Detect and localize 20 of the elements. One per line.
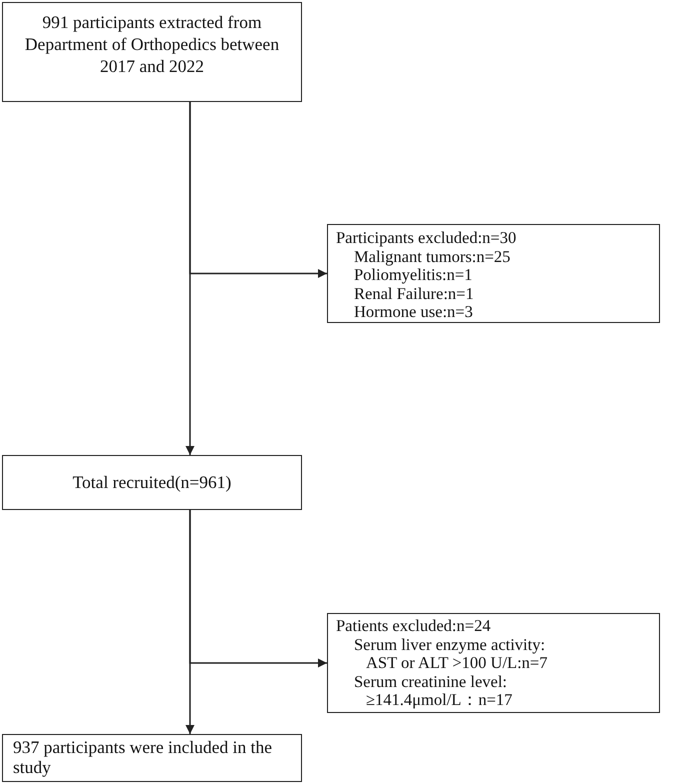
process-box bbox=[2, 455, 302, 510]
box-text: Malignant tumors:n=25 bbox=[353, 248, 512, 266]
process-box bbox=[327, 613, 660, 713]
process-box bbox=[2, 734, 302, 782]
arrow bbox=[186, 510, 194, 734]
box-text: ≥141.4μmol/L：n=17 bbox=[365, 691, 514, 710]
box-text: Serum creatinine level: bbox=[353, 672, 508, 691]
box-heading: Patients excluded:n=24 bbox=[336, 617, 492, 636]
box-text: Poliomyelitis:n=1 bbox=[353, 266, 474, 284]
arrow bbox=[186, 102, 194, 455]
box-text: 937 participants were included in the study bbox=[13, 737, 274, 777]
process-box bbox=[327, 224, 660, 323]
box-text: AST or ALT >100 U/L:n=7 bbox=[365, 654, 548, 672]
box-text: Hormone use:n=3 bbox=[353, 303, 474, 322]
box-text: Renal Failure:n=1 bbox=[353, 284, 475, 303]
box-text: Total recruited(n=961) bbox=[72, 471, 232, 493]
box-text: Serum liver enzyme activity: bbox=[353, 636, 546, 654]
process-box bbox=[2, 2, 302, 102]
box-heading: Participants excluded:n=30 bbox=[336, 229, 518, 248]
box-text: 991 participants extracted from Department of Orthopedics between 2017 and 2022 bbox=[24, 11, 280, 77]
